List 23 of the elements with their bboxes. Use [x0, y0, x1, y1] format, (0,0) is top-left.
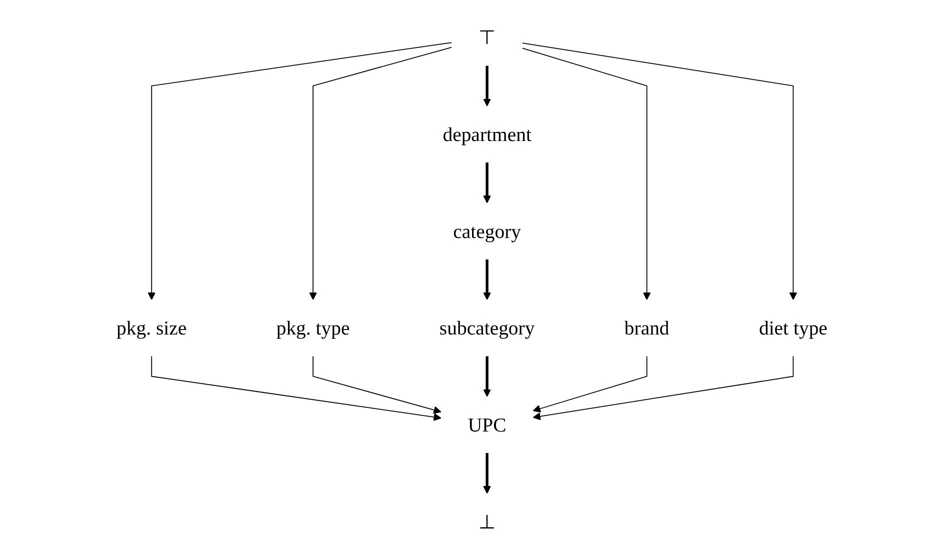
node-text: diet type [758, 316, 828, 340]
arrow [532, 356, 794, 420]
node-text: pkg. type [276, 316, 350, 340]
node-text: ⊤ [478, 26, 496, 49]
node-text: brand [624, 316, 670, 340]
node-text: UPC [468, 414, 506, 436]
node-text: department [442, 123, 532, 146]
arrow [151, 356, 442, 421]
arrow [309, 46, 452, 300]
arrow [522, 42, 798, 300]
node-text: category [453, 220, 522, 242]
arrow [483, 259, 492, 300]
node-text: ⊥ [478, 510, 496, 533]
node-text: pkg. size [116, 316, 187, 340]
arrow [532, 356, 648, 412]
arrow [312, 356, 442, 414]
arrow [483, 453, 492, 494]
arrow [522, 48, 651, 300]
arrow [483, 66, 492, 106]
arrow [483, 162, 492, 204]
arrow [148, 42, 452, 300]
node-text: subcategory [439, 316, 535, 340]
arrow [483, 356, 492, 397]
